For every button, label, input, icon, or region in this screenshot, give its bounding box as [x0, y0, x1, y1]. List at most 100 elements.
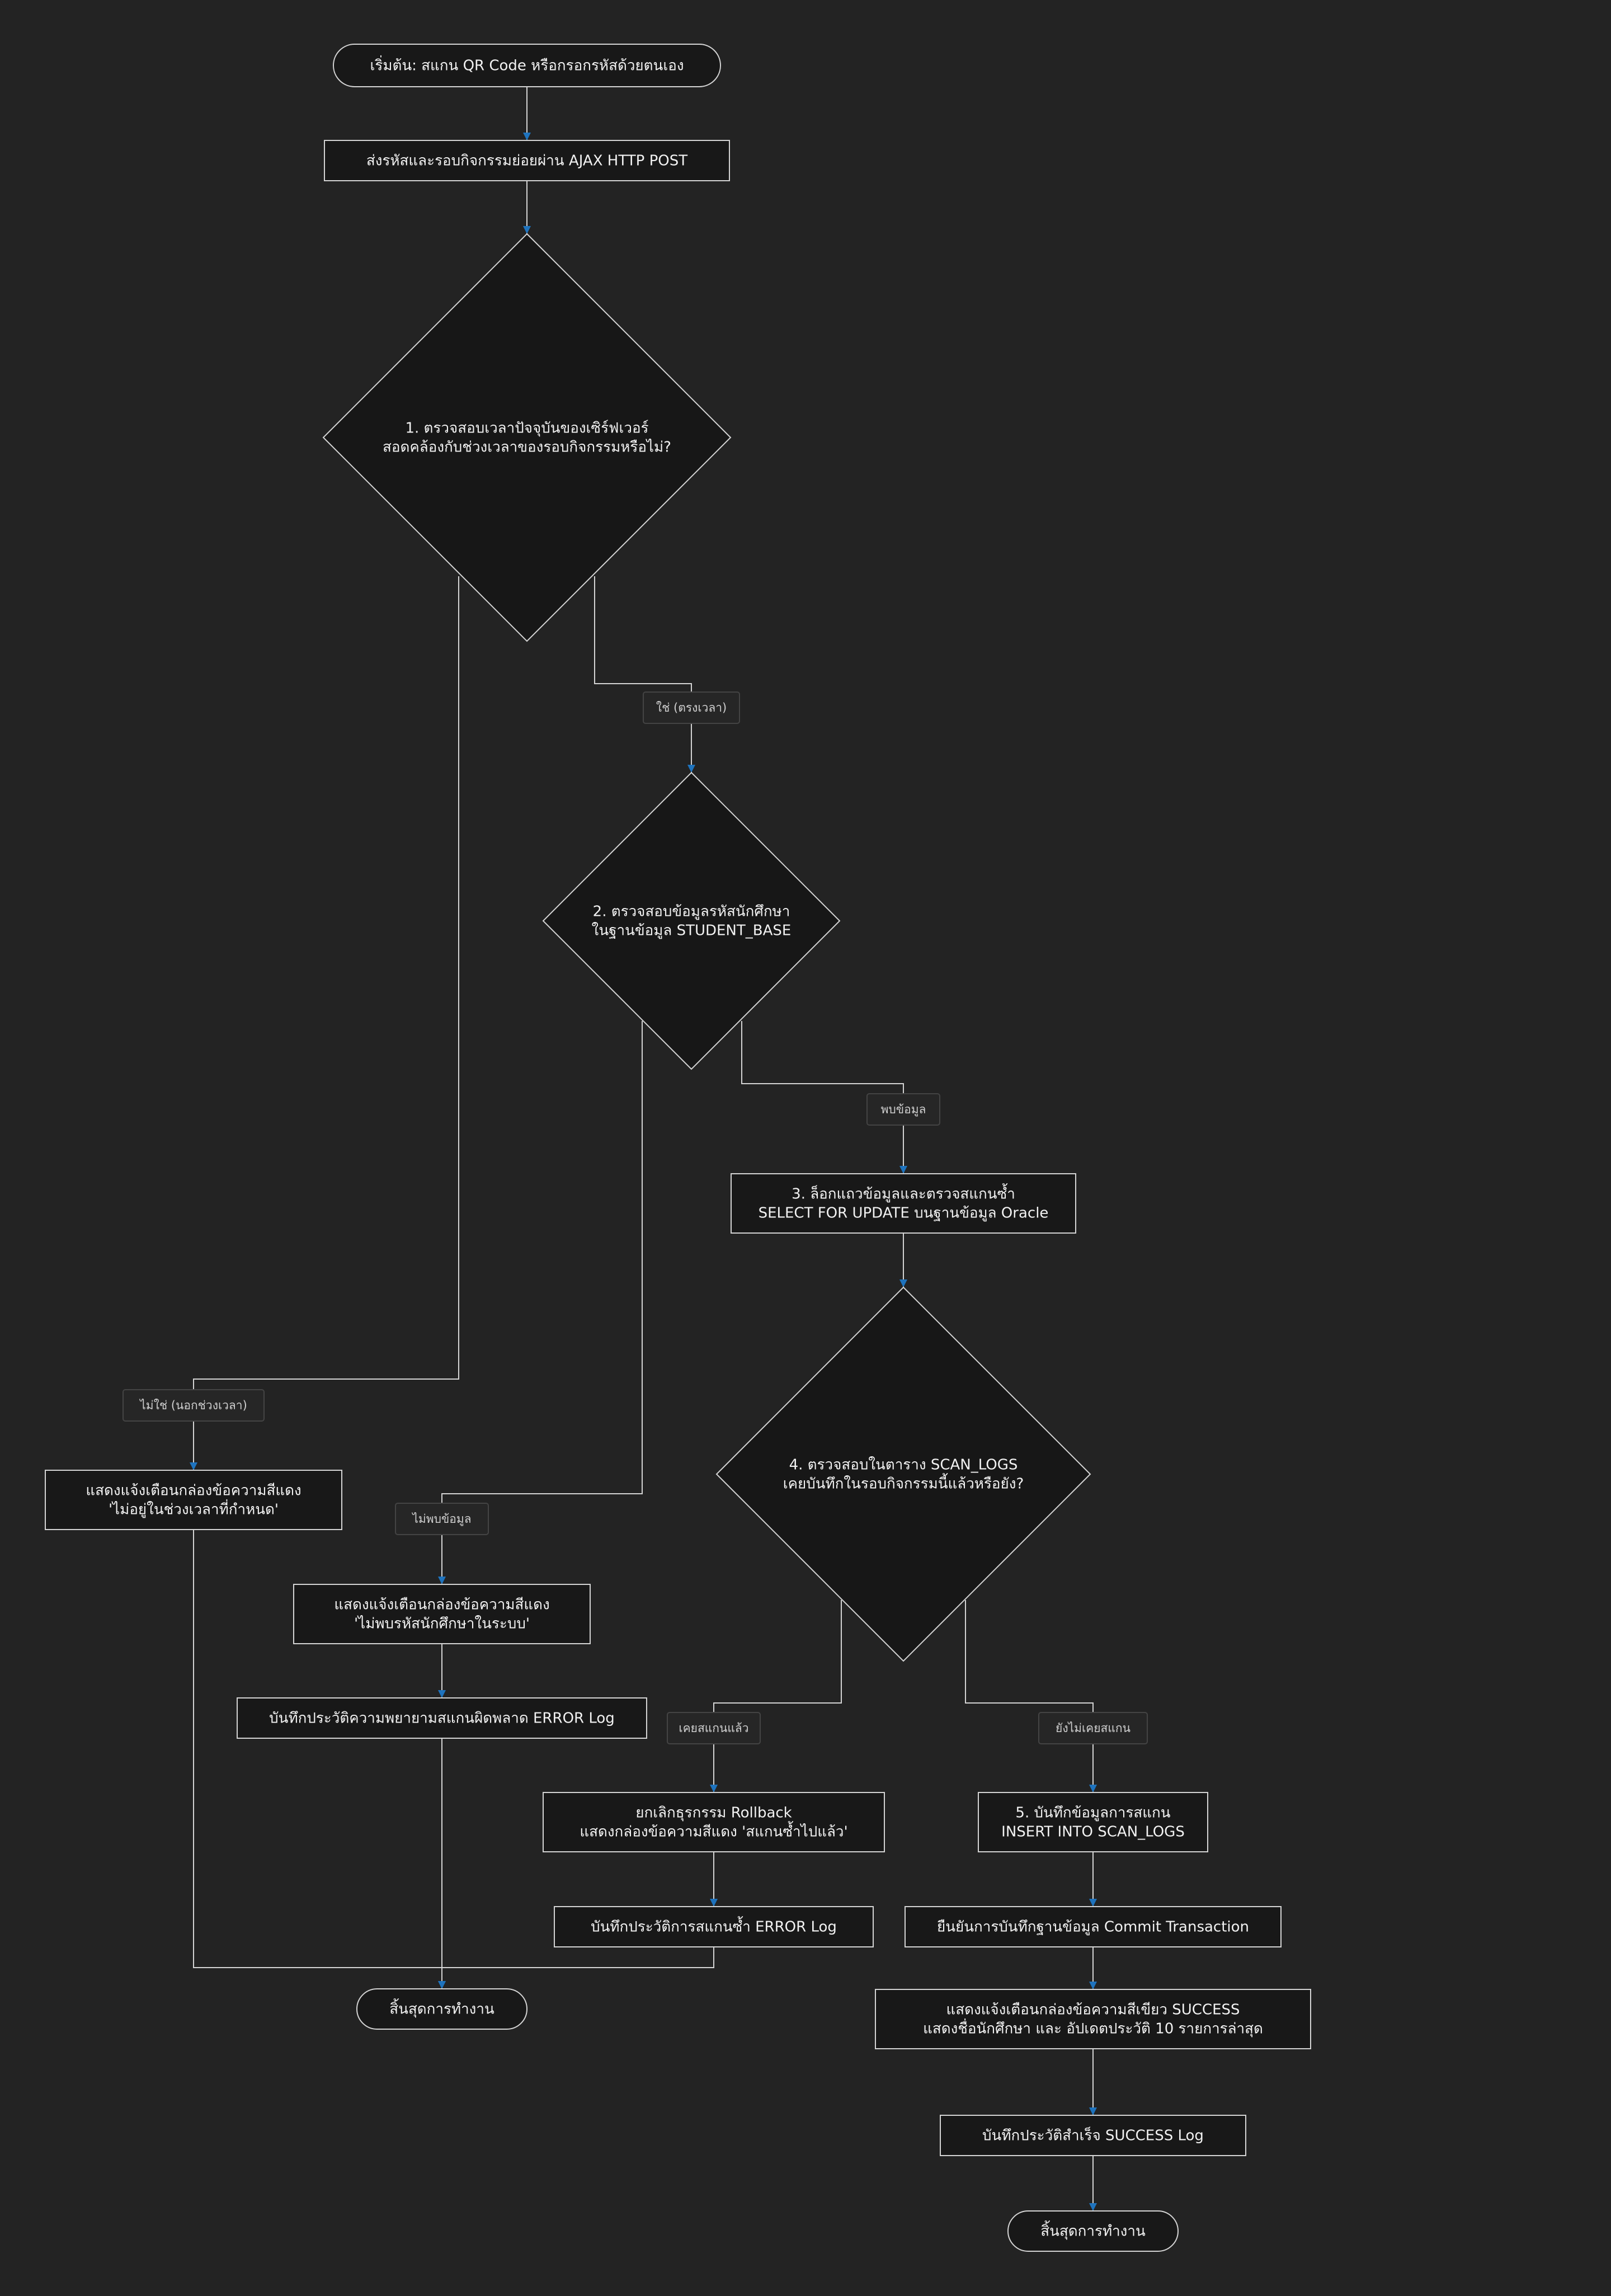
node-label: เริ่มต้น: สแกน QR Code หรือกรอกรหัสด้วยต…	[370, 55, 684, 74]
arrowhead-icon	[190, 1462, 197, 1470]
node-label: 'ไม่พบรหัสนักศึกษาในระบบ'	[354, 1615, 530, 1632]
arrowhead-icon	[687, 765, 695, 773]
node-rollback: ยกเลิกธุรกรรม Rollbackแสดงกล่องข้อความสี…	[543, 1792, 885, 1852]
edge-check-student-to-lock-row: พบข้อมูล	[741, 1021, 940, 1174]
process-shape	[875, 1989, 1311, 2049]
node-label: เคยบันทึกในรอบกิจกรรมนี้แล้วหรือยัง?	[783, 1473, 1024, 1493]
process-shape	[543, 1792, 885, 1852]
process-shape	[940, 2115, 1246, 2156]
node-label: 5. บันทึกข้อมูลการสแกน	[1015, 1805, 1170, 1822]
node-label: 4. ตรวจสอบในตาราง SCAN_LOGS	[789, 1457, 1018, 1474]
edge-line	[193, 576, 459, 1470]
process-shape	[731, 1173, 1076, 1234]
process-shape	[45, 1470, 342, 1530]
node-commit: ยืนยันการบันทึกฐานข้อมูล Commit Transact…	[905, 1906, 1282, 1947]
node-label: INSERT INTO SCAN_LOGS	[1001, 1824, 1185, 1841]
arrowhead-icon	[710, 1899, 718, 1907]
process-shape	[324, 140, 730, 181]
edge-check-time-to-check-student: ใช่ (ตรงเวลา)	[594, 576, 740, 773]
node-label: บันทึกประวัติการสแกนซ้ำ ERROR Log	[591, 1916, 837, 1936]
terminal-shape	[333, 44, 721, 87]
edge-send-ajax-to-check-time	[523, 181, 531, 234]
edge-check-student-to-alert-not-found: ไม่พบข้อมูล	[395, 1021, 643, 1584]
edge-label: เคยสแกนแล้ว	[679, 1721, 748, 1735]
node-label: แสดงแจ้งเตือนกล่องข้อความสีเขียว SUCCESS	[946, 2002, 1240, 2019]
arrowhead-icon	[1089, 1982, 1097, 1989]
edge-log-success-to-end-success	[1089, 2156, 1097, 2211]
arrowhead-icon	[1089, 2107, 1097, 2115]
decision-shape	[322, 233, 732, 642]
edge-check-time-to-alert-time: ไม่ใช่ (นอกช่วงเวลา)	[123, 576, 459, 1470]
node-check-student: 2. ตรวจสอบข้อมูลรหัสนักศึกษาในฐานข้อมูล …	[542, 771, 841, 1070]
node-label: 'ไม่อยู่ในช่วงเวลาที่กำหนด'	[109, 1499, 279, 1518]
node-label: ยกเลิกธุรกรรม Rollback	[635, 1805, 792, 1822]
edge-alert-not-found-to-log-error-attempt	[438, 1644, 446, 1698]
edge-check-scan-logs-to-rollback: เคยสแกนแล้ว	[667, 1600, 842, 1792]
terminal-shape	[356, 1988, 527, 2030]
edge-label: ใช่ (ตรงเวลา)	[656, 701, 727, 714]
edge-label-box	[395, 1503, 489, 1535]
arrowhead-icon	[438, 1690, 446, 1698]
edge-label: ยังไม่เคยสแกน	[1056, 1721, 1130, 1735]
arrowhead-icon	[899, 1166, 907, 1174]
edge-lock-row-to-check-scan-logs	[899, 1233, 907, 1287]
edge-start-to-send-ajax	[523, 87, 531, 140]
arrowhead-icon	[438, 1577, 446, 1584]
node-log-duplicate: บันทึกประวัติการสแกนซ้ำ ERROR Log	[554, 1906, 874, 1947]
edge-line	[441, 1947, 714, 1989]
edge-label: พบข้อมูล	[881, 1103, 926, 1117]
node-label: สิ้นสุดการทำงาน	[389, 1998, 494, 2018]
process-shape	[905, 1906, 1282, 1947]
edge-commit-to-alert-success	[1089, 1947, 1097, 1989]
node-label: 3. ล็อกแถวข้อมูลและตรวจสแกนซ้ำ	[792, 1183, 1015, 1203]
edge-line	[741, 1021, 904, 1174]
node-label: SELECT FOR UPDATE บนฐานข้อมูล Oracle	[759, 1205, 1049, 1222]
edge-label-box	[1038, 1712, 1148, 1744]
node-end-error: สิ้นสุดการทำงาน	[356, 1988, 527, 2030]
node-label: 1. ตรวจสอบเวลาปัจจุบันของเซิร์ฟเวอร์	[405, 420, 648, 437]
edge-label: ไม่พบข้อมูล	[411, 1512, 471, 1526]
process-shape	[237, 1697, 647, 1739]
edge-line	[441, 1021, 643, 1584]
node-label: บันทึกประวัติสำเร็จ SUCCESS Log	[982, 2126, 1204, 2144]
process-shape	[293, 1584, 591, 1644]
process-shape	[554, 1906, 874, 1947]
node-lock-row: 3. ล็อกแถวข้อมูลและตรวจสแกนซ้ำ SELECT FOR…	[731, 1173, 1076, 1234]
node-label: สอดคล้องกับช่วงเวลาของรอบกิจกรรมหรือไม่?	[383, 439, 671, 456]
terminal-shape	[1007, 2210, 1179, 2252]
node-check-time: 1. ตรวจสอบเวลาปัจจุบันของเซิร์ฟเวอร์สอดค…	[322, 233, 732, 642]
edge-label-box	[123, 1389, 265, 1422]
node-label: ยืนยันการบันทึกฐานข้อมูล Commit Transact…	[937, 1919, 1249, 1936]
edge-log-duplicate-to-end-error	[438, 1947, 714, 1989]
node-log-success: บันทึกประวัติสำเร็จ SUCCESS Log	[940, 2115, 1246, 2156]
edge-check-scan-logs-to-insert-scan: ยังไม่เคยสแกน	[965, 1600, 1148, 1792]
edge-alert-success-to-log-success	[1089, 2049, 1097, 2115]
decision-shape	[715, 1286, 1091, 1662]
arrowhead-icon	[523, 133, 531, 140]
arrowhead-icon	[710, 1785, 718, 1792]
node-start: เริ่มต้น: สแกน QR Code หรือกรอกรหัสด้วยต…	[333, 44, 721, 87]
process-shape	[978, 1792, 1208, 1852]
edge-rollback-to-log-duplicate	[710, 1852, 718, 1907]
node-label: แสดงชื่อนักศึกษา และ อัปเดตประวัติ 10 รา…	[923, 2019, 1263, 2038]
edge-label-box	[643, 691, 740, 724]
node-alert-not-found: แสดงแจ้งเตือนกล่องข้อความสีแดง'ไม่พบรหัส…	[293, 1584, 591, 1644]
edge-log-error-attempt-to-end-error	[438, 1738, 446, 1989]
edge-label: ไม่ใช่ (นอกช่วงเวลา)	[139, 1399, 247, 1412]
decision-shape	[542, 771, 841, 1070]
arrowhead-icon	[1089, 1899, 1097, 1907]
edge-label-box	[866, 1093, 940, 1126]
node-label: สิ้นสุดการทำงาน	[1040, 2220, 1146, 2240]
node-send-ajax: ส่งรหัสและรอบกิจกรรมย่อยผ่าน AJAX HTTP P…	[324, 140, 730, 181]
node-label: แสดงกล่องข้อความสีแดง 'สแกนซ้ำไปแล้ว'	[580, 1821, 847, 1841]
node-insert-scan: 5. บันทึกข้อมูลการสแกน INSERT INTO SCAN_L…	[978, 1792, 1208, 1852]
node-label: แสดงแจ้งเตือนกล่องข้อความสีแดง	[86, 1483, 301, 1499]
node-alert-success: แสดงแจ้งเตือนกล่องข้อความสีเขียว SUCCESS…	[875, 1989, 1311, 2049]
node-label: บันทึกประวัติความพยายามสแกนผิดพลาด ERROR…	[269, 1710, 615, 1727]
node-end-success: สิ้นสุดการทำงาน	[1007, 2210, 1179, 2252]
edge-insert-scan-to-commit	[1089, 1852, 1097, 1907]
arrowhead-icon	[899, 1279, 907, 1287]
edge-line	[594, 576, 692, 773]
edge-label-box	[667, 1712, 761, 1744]
node-label: ในฐานข้อมูล STUDENT_BASE	[592, 923, 792, 939]
